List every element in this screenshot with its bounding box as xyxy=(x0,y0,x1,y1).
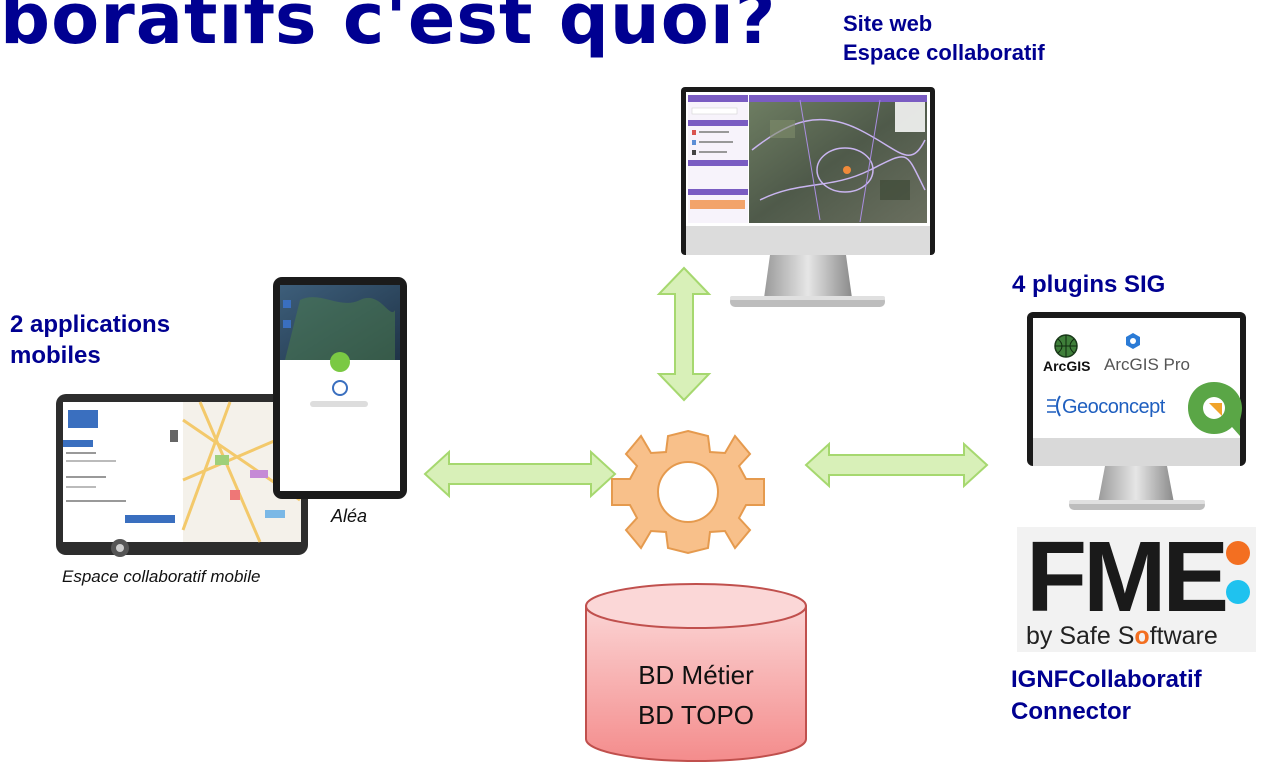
mobile-label-line1: 2 applications xyxy=(10,311,171,338)
mobile-phone xyxy=(273,277,407,499)
fme-logo-text: FME xyxy=(1026,521,1229,633)
database-cylinder xyxy=(585,583,807,762)
mobile-label-line2: mobiles xyxy=(10,342,101,369)
fme-orange-dot xyxy=(1226,541,1250,565)
page-title: boratifs c'est quoi? xyxy=(0,0,777,60)
mobile-label: 2 applications mobiles xyxy=(10,309,170,371)
geoconcept-label: Geoconcept xyxy=(1062,396,1165,418)
connector-label: IGNFCollaboratif Connector xyxy=(1011,664,1202,728)
fme-byline-suffix: ftware xyxy=(1149,622,1218,650)
database-label: BD Métier BD TOPO xyxy=(586,655,806,735)
plugins-heading: 4 plugins SIG xyxy=(1012,271,1166,298)
arcgis-pro-label: ArcGIS Pro xyxy=(1104,355,1190,374)
connector-line1: IGNFCollaboratif xyxy=(1011,666,1202,693)
fme-byline-o: o xyxy=(1134,622,1150,650)
mobile-tablet xyxy=(56,394,308,557)
arrow-mobile-gear xyxy=(423,449,617,499)
fme-blue-dot xyxy=(1226,580,1250,604)
connector-line2: Connector xyxy=(1011,698,1131,725)
database-line1: BD Métier xyxy=(638,660,754,690)
arrow-gear-plugins xyxy=(804,441,989,489)
gear-icon xyxy=(611,429,765,555)
web-label: Site web Espace collaboratif xyxy=(843,9,1045,67)
mobile-app-label: Espace collaboratif mobile xyxy=(62,567,261,586)
arrow-web-gear xyxy=(656,266,712,402)
web-label-line2: Espace collaboratif xyxy=(843,40,1045,65)
plugins-monitor xyxy=(1027,312,1246,510)
fme-logo xyxy=(1017,527,1256,652)
alea-label: Aléa xyxy=(331,506,368,526)
arcgis-label: ArcGIS xyxy=(1043,358,1091,374)
fme-byline-prefix: by Safe S xyxy=(1026,622,1135,650)
web-label-line1: Site web xyxy=(843,11,933,36)
web-monitor xyxy=(681,87,935,307)
fme-byline: by Safe Software xyxy=(1026,622,1218,651)
database-line2: BD TOPO xyxy=(637,700,755,730)
